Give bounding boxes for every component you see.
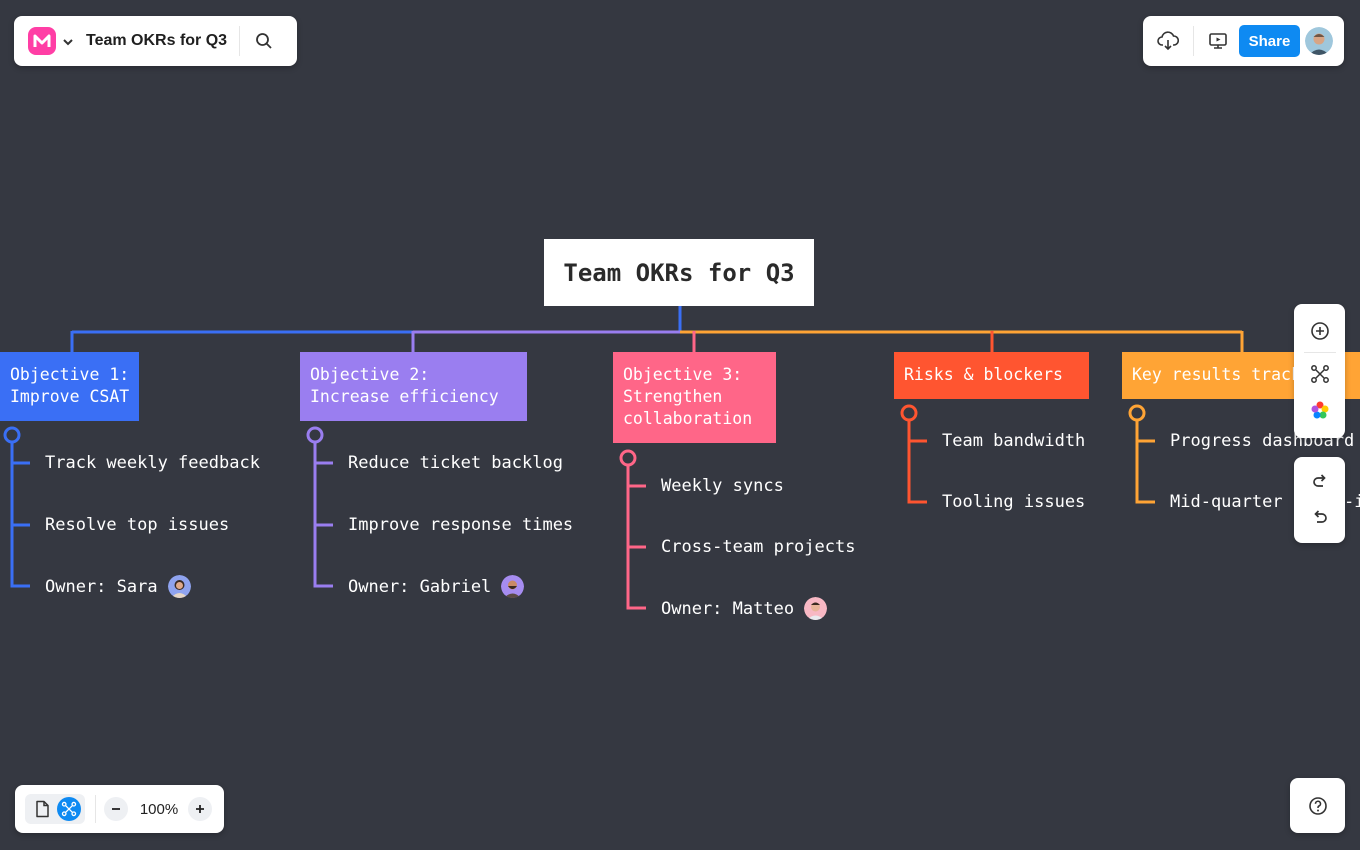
leaf-label: Resolve top issues xyxy=(45,515,230,535)
node-title-line: Objective 2: xyxy=(310,365,430,384)
undo-icon[interactable] xyxy=(1308,506,1332,530)
plus-icon xyxy=(196,805,204,813)
leaf-node[interactable]: Weekly syncs xyxy=(661,475,784,497)
leaf-node[interactable]: Reduce ticket backlog xyxy=(348,452,563,474)
leaf-node-owner[interactable]: Owner: Gabriel xyxy=(348,575,525,598)
help-button[interactable] xyxy=(1290,778,1345,833)
node-title-line: Strengthen xyxy=(623,387,723,406)
node-title-line: Key results tracking xyxy=(1132,365,1331,384)
search-icon[interactable] xyxy=(254,31,274,51)
mindmap-icon[interactable] xyxy=(56,797,81,821)
leaf-label: Owner: Gabriel xyxy=(348,576,492,597)
user-avatar[interactable] xyxy=(1305,27,1333,55)
leaf-node-owner[interactable]: Owner: Matteo xyxy=(661,597,828,620)
risks-node[interactable]: Risks & blockers xyxy=(894,352,1089,399)
color-palette-icon[interactable] xyxy=(1307,397,1333,423)
history-panel xyxy=(1294,457,1345,543)
leaf-label: Owner: Matteo xyxy=(661,598,795,619)
chevron-down-icon[interactable] xyxy=(62,35,74,47)
document-title[interactable]: Team OKRs for Q3 xyxy=(86,32,228,49)
zoom-level[interactable]: 100% xyxy=(139,800,179,818)
node-title-line: Improve CSAT xyxy=(10,387,130,406)
leaf-label: Reduce ticket backlog xyxy=(348,453,563,473)
leaf-label: Team bandwidth xyxy=(942,431,1086,451)
node-title-line: Risks & blockers xyxy=(904,365,1063,384)
leaf-node[interactable]: Improve response times xyxy=(348,514,573,536)
help-icon xyxy=(1308,796,1327,815)
node-title-line: collaboration xyxy=(623,409,753,428)
avatar xyxy=(804,597,828,620)
objective-1-node[interactable]: Objective 1: Improve CSAT xyxy=(0,352,140,421)
presentation-icon[interactable] xyxy=(1206,29,1230,53)
top-left-toolbar: Team OKRs for Q3 xyxy=(14,16,297,66)
leaf-node[interactable]: Track weekly feedback xyxy=(45,452,260,474)
zoom-out-button[interactable] xyxy=(104,797,128,821)
leaf-label: Improve response times xyxy=(348,515,574,535)
avatar xyxy=(501,575,525,598)
leaf-label: Owner: Sara xyxy=(45,576,158,597)
divider xyxy=(95,795,96,823)
divider xyxy=(239,26,241,56)
divider xyxy=(1303,352,1336,353)
avatar xyxy=(167,575,191,598)
leaf-node[interactable]: Team bandwidth xyxy=(942,430,1085,452)
view-toggle xyxy=(25,794,85,824)
leaf-node-owner[interactable]: Owner: Sara xyxy=(45,575,191,598)
layout-icon[interactable] xyxy=(1307,361,1333,387)
cloud-download-icon[interactable] xyxy=(1156,29,1180,53)
root-node[interactable]: Team OKRs for Q3 xyxy=(544,239,814,306)
leaf-node[interactable]: Resolve top issues xyxy=(45,514,229,536)
minus-icon xyxy=(112,808,120,810)
leaf-node[interactable]: Cross-team projects xyxy=(661,536,855,558)
node-title-line: Objective 1: xyxy=(10,365,130,384)
node-title-line: Objective 3: xyxy=(623,365,743,384)
share-button[interactable]: Share xyxy=(1239,25,1300,57)
objective-3-node[interactable]: Objective 3: Strengthen collaboration xyxy=(613,352,776,443)
leaf-label: Tooling issues xyxy=(942,492,1086,512)
add-circle-icon[interactable] xyxy=(1307,318,1333,344)
objective-2-node[interactable]: Objective 2: Increase efficiency xyxy=(300,352,527,421)
mindmap-logo-icon[interactable] xyxy=(28,27,56,55)
right-tools-panel xyxy=(1294,304,1345,438)
node-title-line: Increase efficiency xyxy=(310,387,499,406)
bottom-left-toolbar: 100% xyxy=(15,785,224,833)
document-icon[interactable] xyxy=(30,797,54,821)
leaf-label: Cross-team projects xyxy=(661,537,856,557)
redo-icon[interactable] xyxy=(1308,470,1332,494)
leaf-label: Weekly syncs xyxy=(661,476,784,496)
leaf-node[interactable]: Tooling issues xyxy=(942,491,1085,513)
leaf-label: Track weekly feedback xyxy=(45,453,260,473)
zoom-in-button[interactable] xyxy=(188,797,212,821)
top-right-toolbar: Share xyxy=(1143,16,1344,66)
divider xyxy=(1193,26,1194,56)
